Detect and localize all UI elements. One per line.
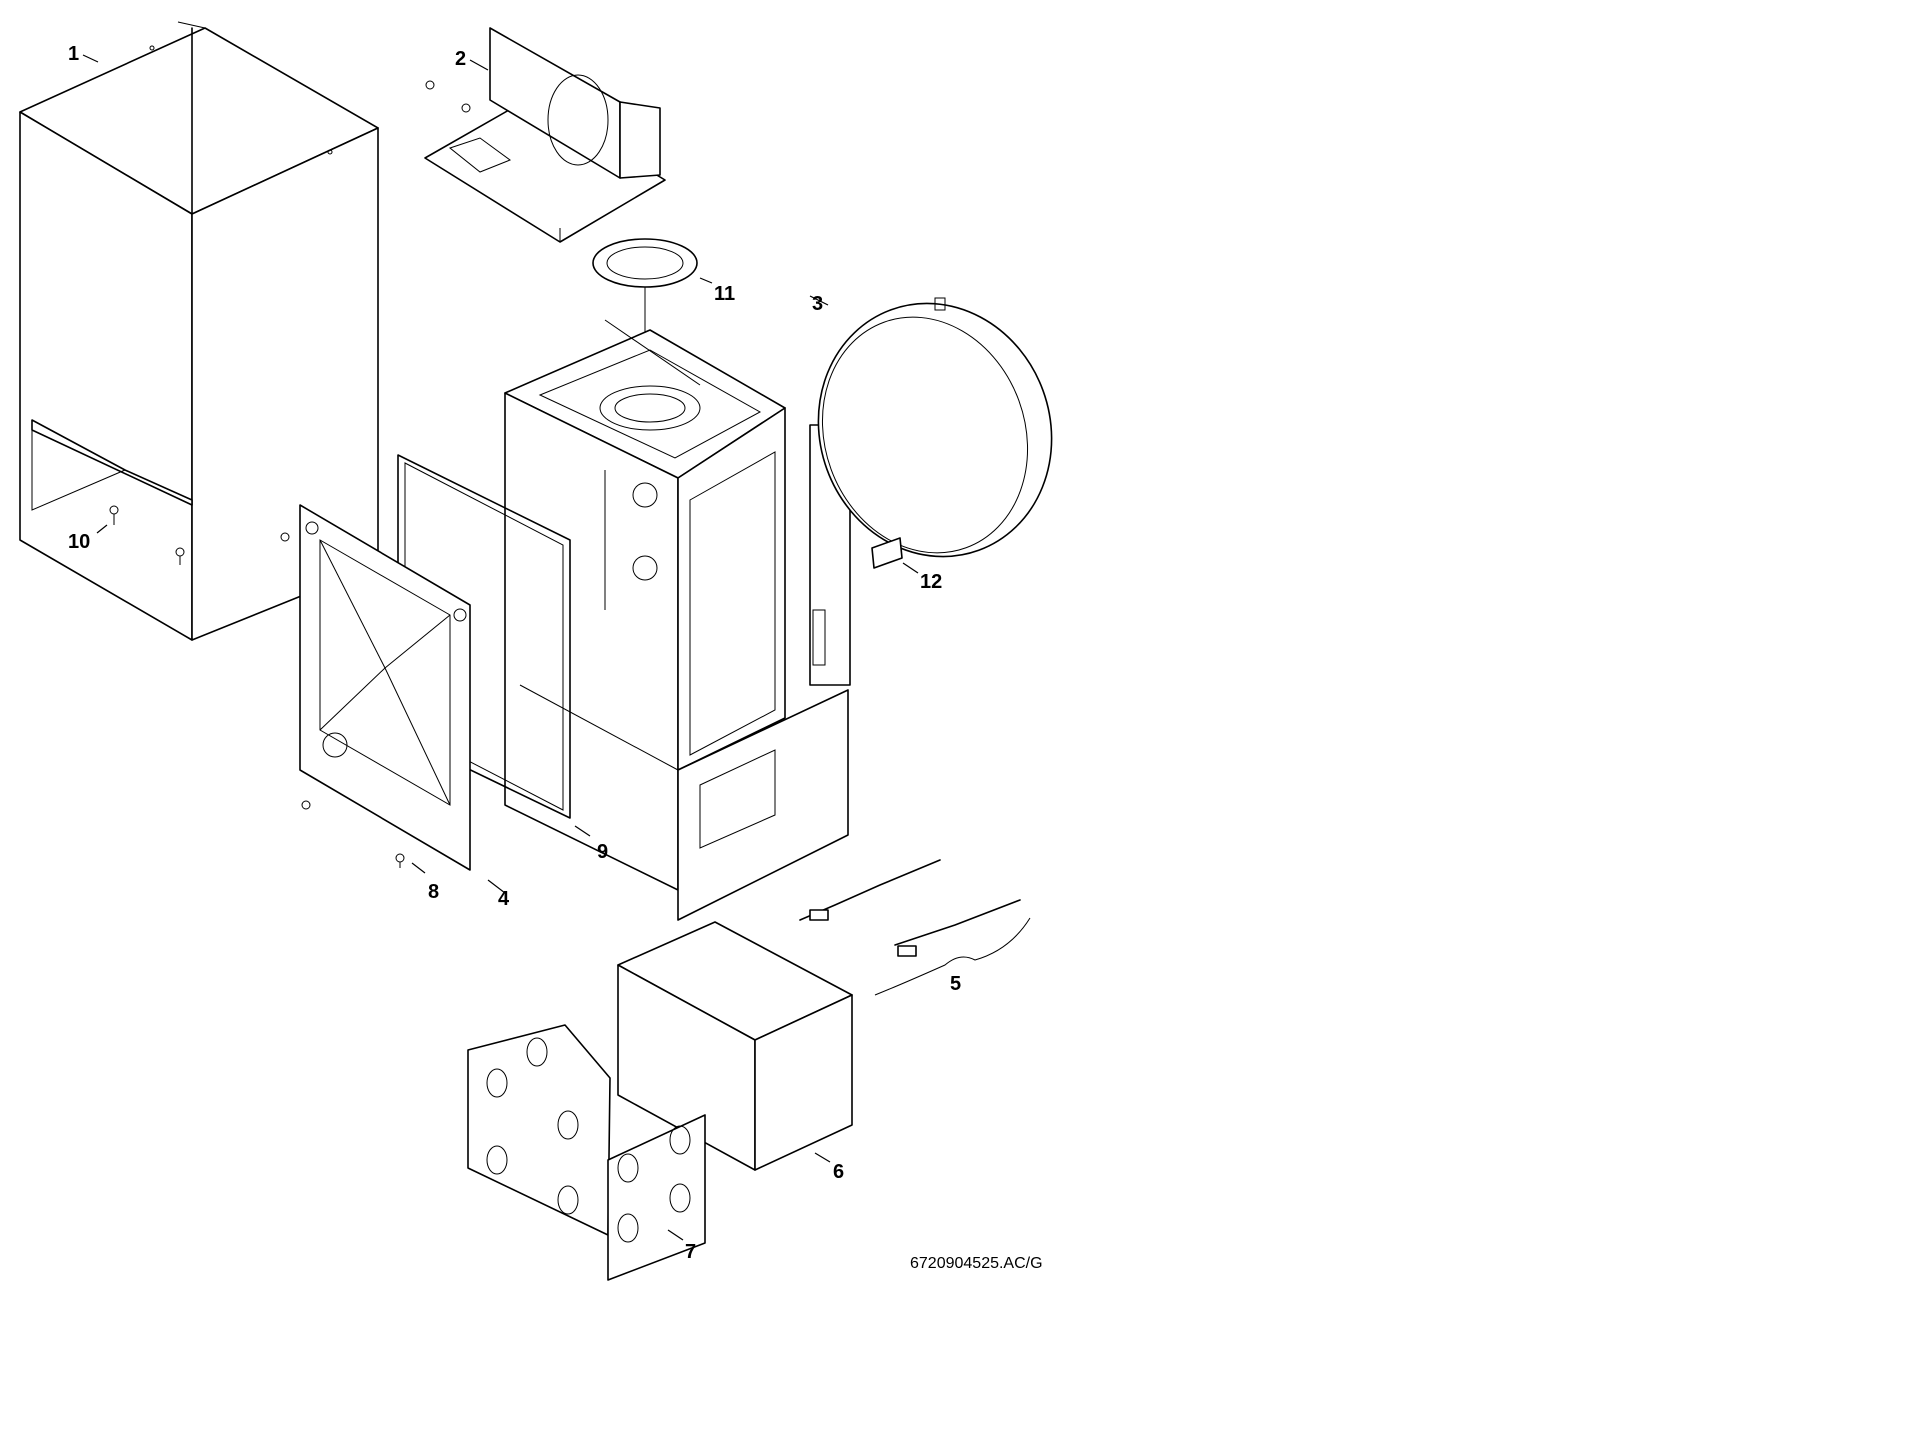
callout-7: 7 xyxy=(685,1241,696,1263)
callout-6: 6 xyxy=(833,1161,844,1183)
screws xyxy=(109,505,405,868)
part-12-small-pad xyxy=(871,537,903,569)
callout-10: 10 xyxy=(68,531,90,553)
callout-12: 12 xyxy=(920,571,942,593)
callout-3: 3 xyxy=(812,293,823,315)
callout-1: 1 xyxy=(68,43,79,65)
part-3-expansion-vessel xyxy=(817,297,1053,558)
part-2-top-bracket xyxy=(424,27,666,243)
leader-lines xyxy=(82,54,919,1241)
part-6-insulation-box xyxy=(617,921,853,1171)
callout-4: 4 xyxy=(498,888,510,910)
callout-2: 2 xyxy=(455,48,466,70)
callout-8: 8 xyxy=(428,881,439,903)
callout-labels: 1 2 3 4 5 6 7 8 9 10 11 12 xyxy=(68,43,961,1263)
part-5-rod-and-clip-set xyxy=(799,859,1031,996)
callout-11: 11 xyxy=(714,283,735,305)
callout-5: 5 xyxy=(950,973,961,995)
part-11-flue-gasket xyxy=(592,238,698,410)
part-1-outer-casing xyxy=(19,21,379,641)
main-body-frame xyxy=(504,319,851,921)
part-4-front-cover-panel xyxy=(299,504,471,871)
figure-reference: 6720904525.AC/G xyxy=(910,1255,1043,1272)
callout-9: 9 xyxy=(597,841,608,863)
